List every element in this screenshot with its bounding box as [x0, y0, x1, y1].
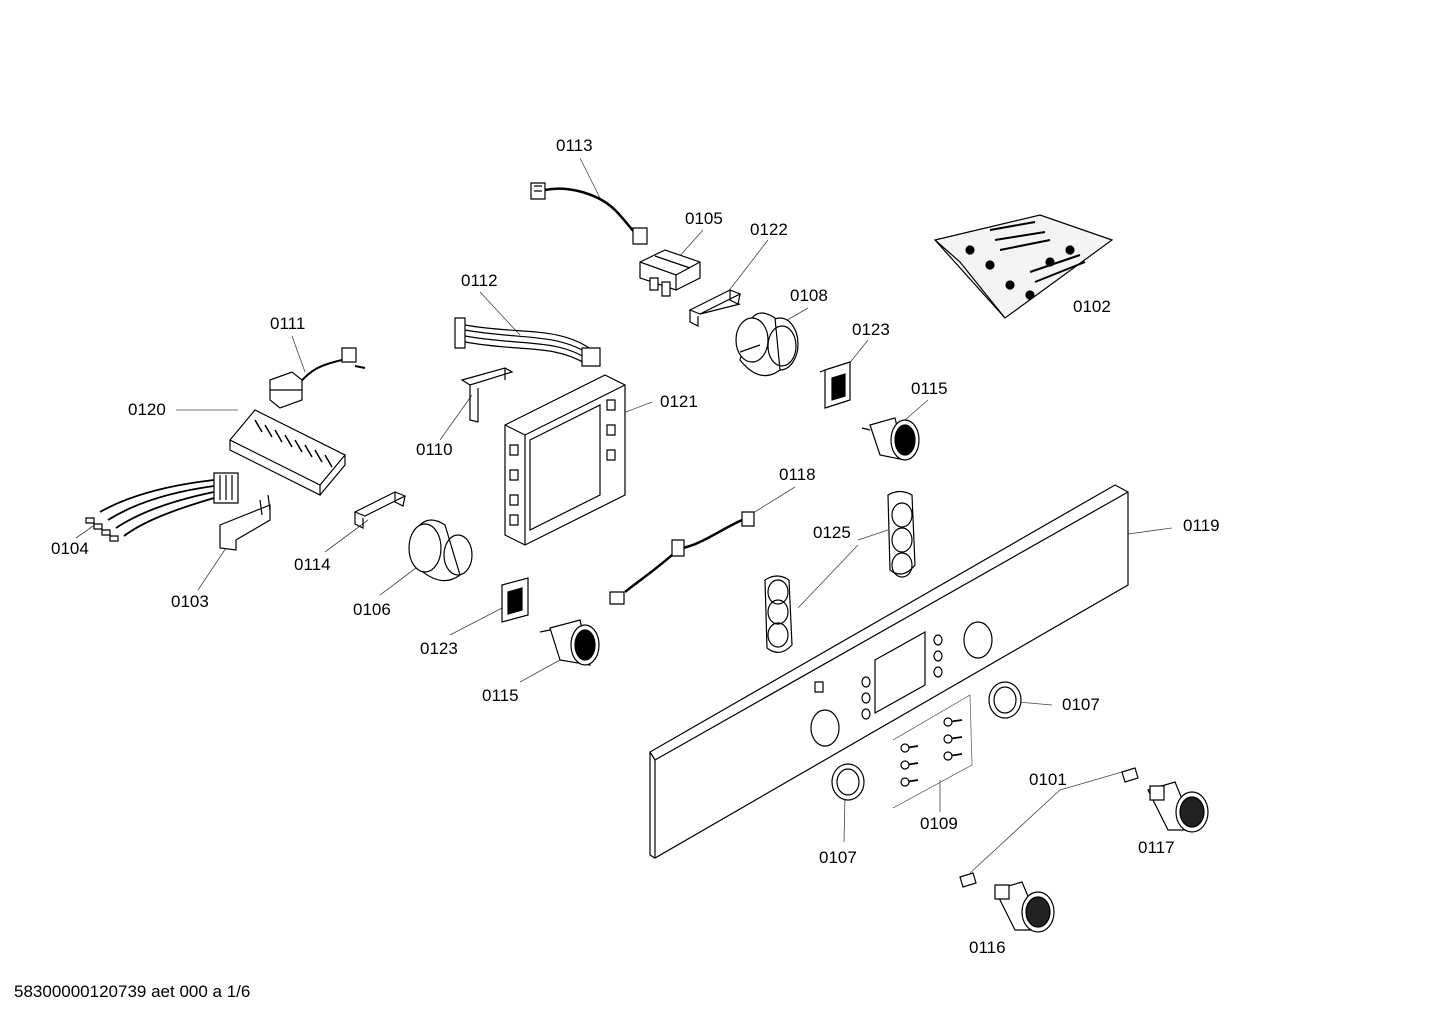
label-part-0117: 0117 [1138, 838, 1175, 857]
part-0115-knob-upper [862, 418, 919, 460]
label-part-0109: 0109 [920, 814, 958, 833]
part-0123-bracket-lower [502, 578, 528, 622]
leader-lines [76, 158, 1172, 873]
label-part-0122: 0122 [750, 220, 788, 239]
part-0119-front-panel [650, 485, 1128, 858]
part-0114-bracket [355, 492, 405, 528]
label-part-0115-upper: 0115 [911, 379, 948, 398]
label-part-0113: 0113 [556, 136, 593, 155]
part-0108-housing [736, 313, 798, 376]
part-0101-clips [960, 768, 1138, 887]
label-part-0104: 0104 [51, 539, 89, 558]
part-0109-screws [893, 695, 972, 808]
label-part-0110: 0110 [416, 440, 453, 459]
label-part-0116: 0116 [969, 938, 1006, 957]
part-0120-terminal-block [230, 410, 345, 495]
part-0102-screw-bag [935, 215, 1112, 318]
label-part-0121: 0121 [660, 392, 698, 411]
part-0103-bracket [220, 495, 270, 550]
part-0122-bracket [690, 290, 740, 326]
part-0116-knob [995, 882, 1054, 932]
part-0106-housing [409, 520, 472, 581]
label-part-0102: 0102 [1073, 297, 1111, 316]
part-0112-ribbon-cable [455, 318, 600, 366]
label-part-0123-lower: 0123 [420, 639, 458, 658]
label-part-0120: 0120 [128, 400, 166, 419]
part-0110-clip [462, 368, 512, 422]
part-0125-rings [765, 492, 915, 653]
label-part-0118: 0118 [779, 465, 816, 484]
part-0105-switch [640, 250, 700, 296]
document-id-footer: 58300000120739 aet 000 a 1/6 [14, 982, 251, 1001]
label-part-0103: 0103 [171, 592, 209, 611]
label-part-0106: 0106 [353, 600, 391, 619]
label-part-0112: 0112 [461, 271, 498, 290]
part-0121-module [505, 375, 625, 545]
part-0104-wires [86, 473, 238, 541]
part-0123-bracket-upper [820, 362, 850, 408]
part-0117-knob [1148, 782, 1208, 832]
part-0107-rings [832, 682, 1021, 800]
label-part-0101: 0101 [1029, 770, 1067, 789]
part-0113-cable [531, 183, 647, 244]
label-part-0108: 0108 [790, 286, 828, 305]
label-part-0114: 0114 [294, 555, 331, 574]
label-part-0107-left: 0107 [819, 848, 857, 867]
part-0115-knob-lower [540, 620, 599, 665]
label-part-0111: 0111 [270, 314, 306, 333]
label-part-0123-upper: 0123 [852, 320, 890, 339]
label-part-0125: 0125 [813, 523, 851, 542]
part-0118-cable [610, 512, 754, 604]
label-part-0107-right: 0107 [1062, 695, 1100, 714]
label-part-0119: 0119 [1183, 516, 1220, 535]
label-part-0115-lower: 0115 [482, 686, 519, 705]
part-0111-connector [270, 348, 365, 408]
label-part-0105: 0105 [685, 209, 723, 228]
